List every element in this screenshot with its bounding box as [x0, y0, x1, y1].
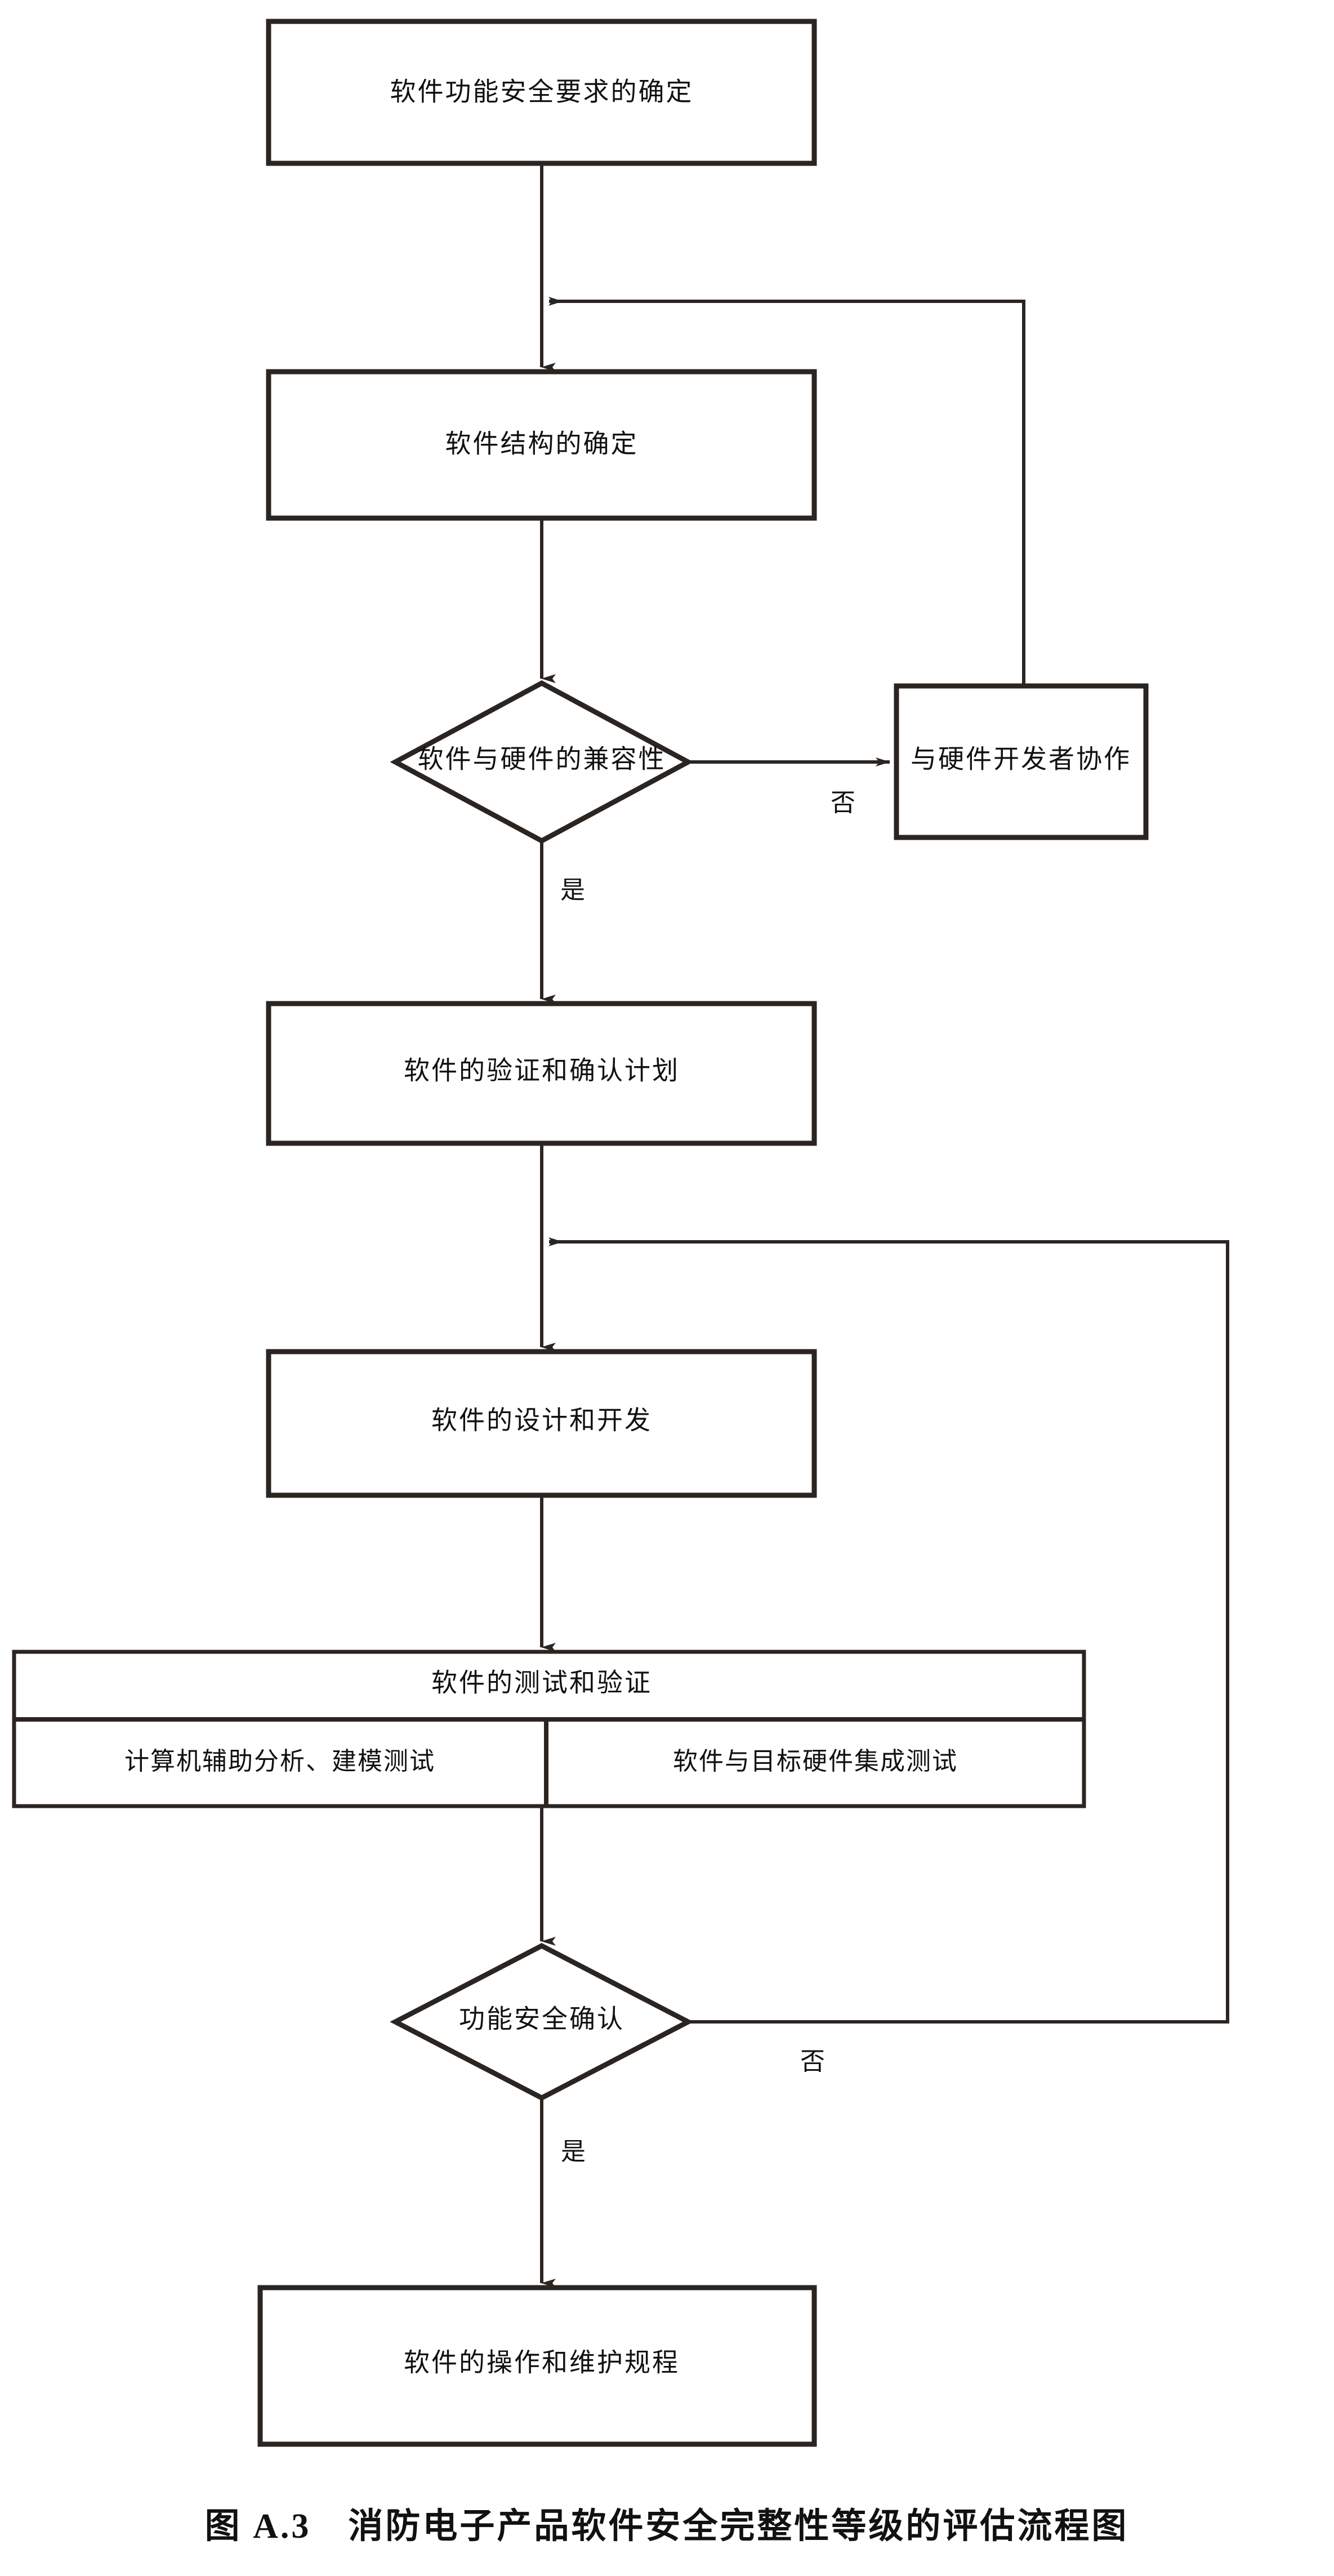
node-box: [266, 1349, 817, 1498]
node-box: [266, 1001, 817, 1146]
decision-label: 软件与硬件的兼容性: [418, 745, 666, 774]
node-label: 软件的测试和验证: [431, 1669, 652, 1697]
edge-label-d2-no: 否: [800, 2048, 825, 2075]
node-software-operation-maintenance-procedure[interactable]: 软件的操作和维护规程: [257, 2285, 817, 2447]
edge-label-d2-yes: 是: [561, 2138, 586, 2165]
decision-functional-safety-validation[interactable]: 功能安全确认: [390, 1942, 694, 2101]
node-collaborate-with-hardware-developer[interactable]: 与硬件开发者协作: [894, 683, 1149, 840]
node-software-functional-safety-requirements[interactable]: 软件功能安全要求的确定: [266, 19, 817, 166]
edge-n3-feedback-to-n2: [548, 297, 1025, 686]
node-label: 软件的设计和开发: [431, 1406, 652, 1435]
decision-label: 功能安全确认: [459, 2005, 624, 2034]
node-software-testing-and-verification-group[interactable]: 软件的测试和验证 计算机辅助分析、建模测试 软件与目标硬件集成测试: [12, 1650, 1086, 1808]
node-software-verification-validation-plan[interactable]: 软件的验证和确认计划: [266, 1001, 817, 1146]
node-label: 软件的操作和维护规程: [404, 2348, 680, 2377]
decision-diamond: [390, 680, 694, 844]
node-box: [894, 683, 1149, 840]
node-software-design-and-development[interactable]: 软件的设计和开发: [266, 1349, 817, 1498]
node-box: [266, 19, 817, 166]
edge-label-d1-no: 否: [831, 789, 855, 817]
node-label: 软件的验证和确认计划: [404, 1057, 680, 1085]
edge-label-d1-yes: 是: [560, 876, 585, 904]
figure-caption: 图 A.3 消防电子产品软件安全完整性等级的评估流程图: [205, 2507, 1129, 2546]
decision-software-hardware-compatibility[interactable]: 软件与硬件的兼容性: [390, 680, 694, 844]
decision-diamond: [390, 1942, 694, 2101]
node-box: [12, 1650, 1086, 1808]
node-box: [266, 369, 817, 521]
node-label: 软件结构的确定: [445, 430, 639, 458]
edge-d2-no-feedback-to-n5: [548, 1237, 1229, 2024]
subnode-label-target-hardware-integration-test: 软件与目标硬件集成测试: [673, 1748, 958, 1775]
node-box: [257, 2285, 817, 2447]
node-label: 软件功能安全要求的确定: [390, 78, 694, 106]
node-software-architecture-definition[interactable]: 软件结构的确定: [266, 369, 817, 521]
node-label: 与硬件开发者协作: [911, 745, 1131, 774]
subnode-label-caa-modeling-test: 计算机辅助分析、建模测试: [124, 1748, 435, 1775]
